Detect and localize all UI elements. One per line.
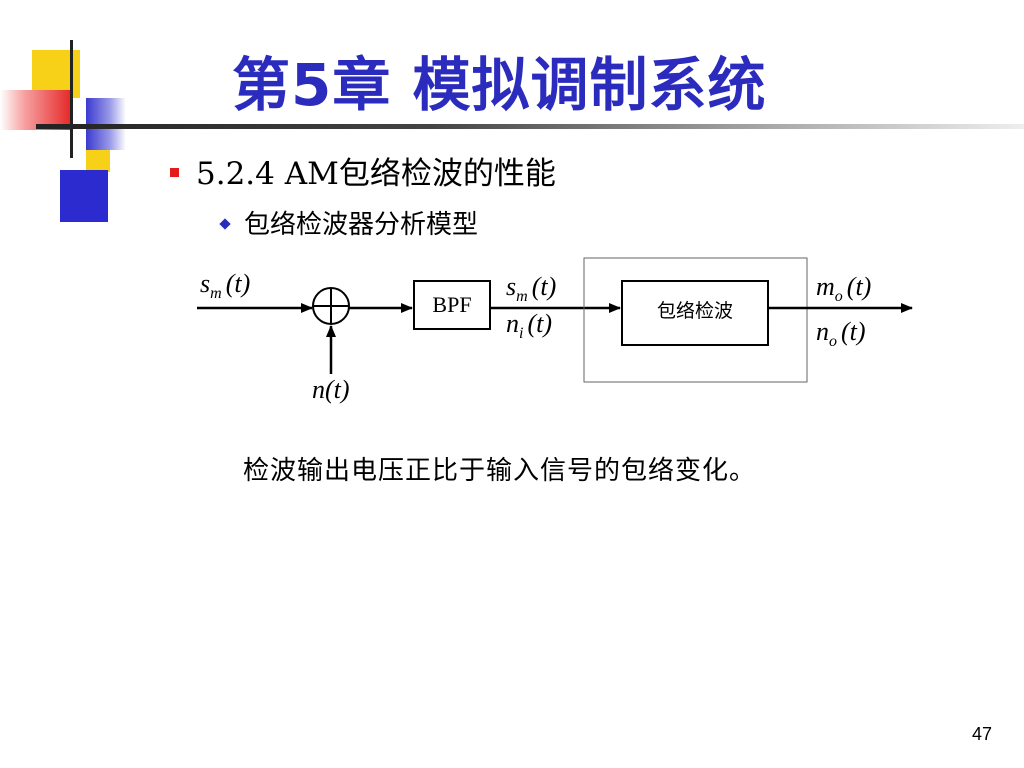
title-divider bbox=[36, 124, 1024, 129]
deco-vertical-line bbox=[70, 40, 73, 158]
page-number: 47 bbox=[971, 724, 992, 744]
bullet-level1-text: 5.2.4 AM包络检波的性能 bbox=[196, 156, 556, 192]
envelope-detector-block bbox=[621, 280, 769, 346]
noise-label: n(t) bbox=[312, 375, 350, 404]
bpf-output-noise-label: ni(t) bbox=[506, 309, 552, 342]
output-noise-label: no(t) bbox=[816, 317, 866, 350]
detector-label: 包络检波 bbox=[657, 300, 733, 322]
input-signal-label: sm(t) bbox=[200, 269, 250, 302]
deco-blue-square bbox=[60, 170, 108, 222]
page-title: 第5章 模拟调制系统 bbox=[232, 51, 767, 119]
deco-yellow-small-square bbox=[86, 150, 110, 172]
bpf-block bbox=[413, 280, 491, 330]
bullet-square-icon bbox=[170, 168, 179, 177]
bullet-level2-text: 包络检波器分析模型 bbox=[244, 210, 479, 240]
adder-symbol bbox=[312, 287, 350, 325]
detector-outer-frame bbox=[583, 257, 808, 383]
output-signal-label: mo(t) bbox=[816, 272, 871, 305]
bpf-label: BPF bbox=[432, 292, 471, 317]
caption-text: 检波输出电压正比于输入信号的包络变化。 bbox=[243, 456, 757, 486]
deco-red-gradient-bar bbox=[0, 90, 70, 130]
bpf-output-signal-label: sm(t) bbox=[506, 272, 556, 305]
